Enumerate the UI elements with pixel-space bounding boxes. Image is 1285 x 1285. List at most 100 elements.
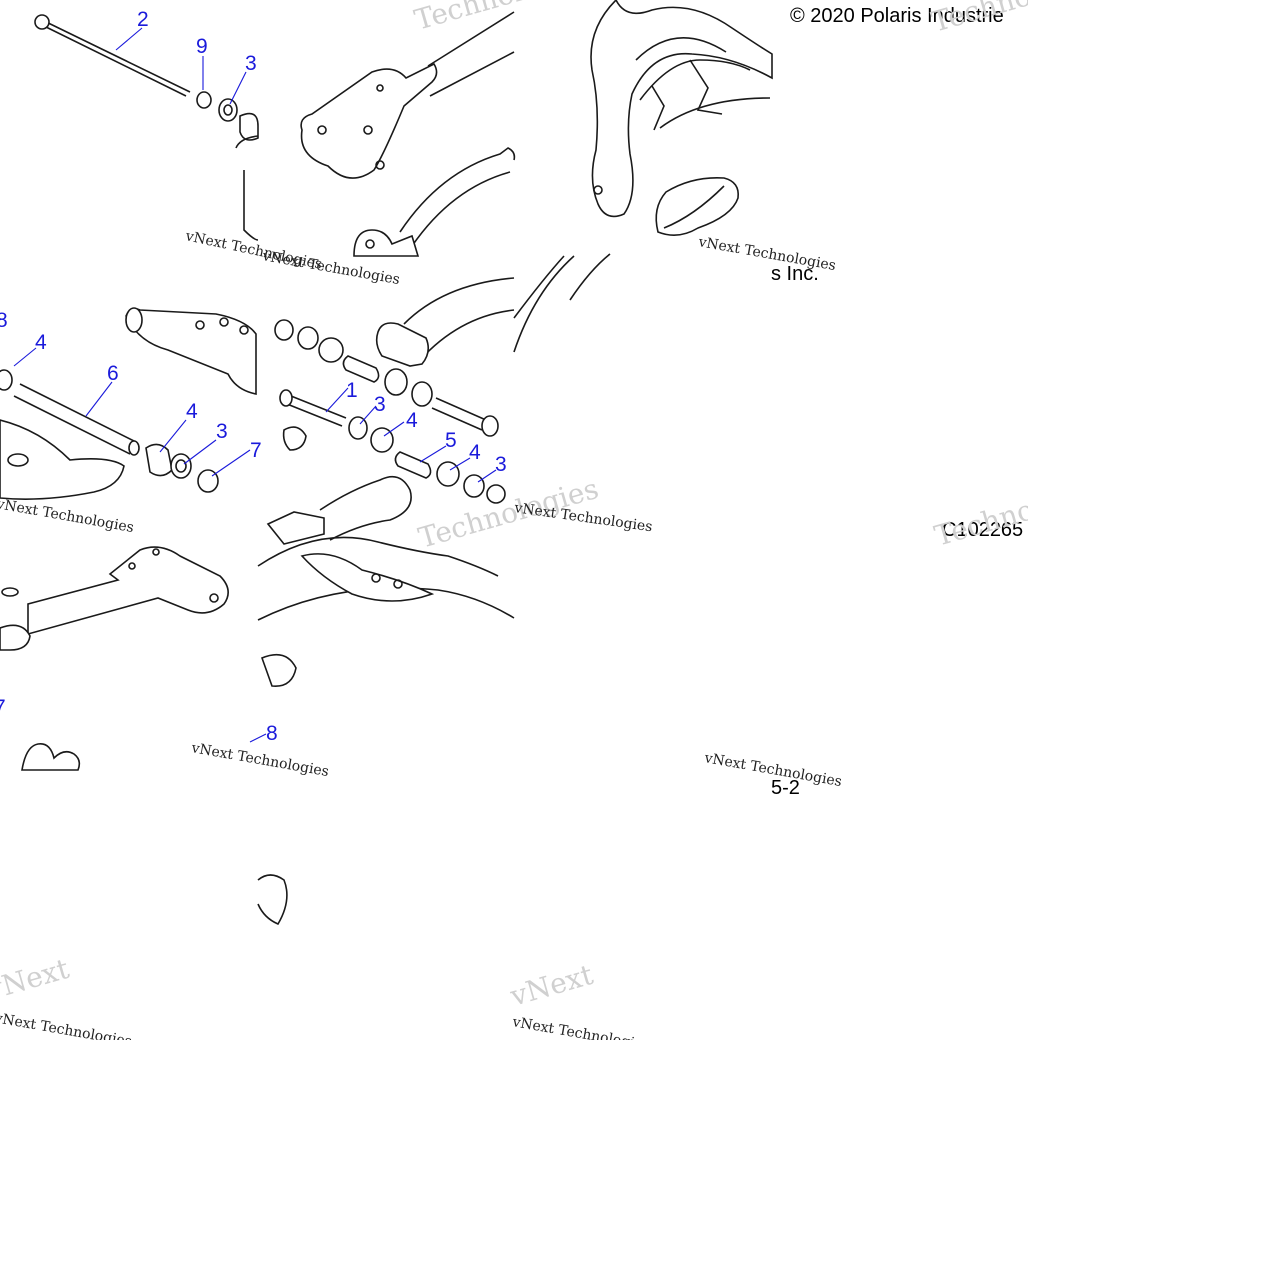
shaft-2-lower: [43, 25, 187, 97]
frame-outline-a: [235, 135, 259, 241]
pivot-tube-6-lower: [13, 395, 131, 455]
bracket-hole-3: [375, 160, 385, 170]
callout-4d: 4: [469, 441, 481, 464]
callout-4b: 4: [186, 400, 198, 423]
copyright-text: © 2020 Polaris Industrie: [790, 5, 1004, 27]
leader-6: [85, 381, 113, 417]
callout-9: 9: [196, 35, 208, 58]
bushing-3-top-hole: [223, 104, 233, 116]
leader-5: [419, 445, 447, 463]
bushing-3-right-hole: [175, 459, 187, 473]
callout-1: 1: [346, 379, 358, 402]
gusset-hole-2: [393, 579, 403, 589]
blank-margin-bottom: [0, 1040, 1285, 1285]
watermark-caption-d: vNext Technologies: [0, 496, 135, 536]
pivot-tube-6-upper: [19, 383, 137, 443]
watermark-caption-g: vNext Technologies: [189, 740, 330, 780]
callout-7b: 7: [0, 696, 6, 719]
leader-3d: [477, 469, 497, 483]
sleeve-5: [394, 451, 432, 479]
callout-4c: 4: [406, 409, 418, 432]
watermark-secondary-left: vNext: [0, 952, 73, 1007]
bracket-hole-2: [363, 125, 373, 135]
plate-hole-2: [219, 317, 229, 327]
tile-top-middle: Technologies vNext Technologies: [260, 0, 598, 288]
callout-4a: 4: [35, 331, 47, 354]
shaft-2-upper: [37, 17, 191, 93]
rear-frame: [590, 0, 773, 218]
nut-7b: [486, 484, 506, 504]
leader-4d: [449, 457, 471, 471]
leader-3b: [183, 439, 217, 465]
callout-3d: 3: [495, 453, 507, 476]
bolt-1-head: [279, 389, 293, 407]
arm-end-cap: [125, 307, 143, 333]
watermark-caption-c: vNext Technologies: [696, 234, 837, 274]
bushing-4-right: [145, 443, 173, 477]
lower-mount-ears: [21, 742, 81, 771]
arm-tube-lower: [429, 51, 515, 97]
shock-mount: [266, 511, 325, 545]
leader-3c: [359, 405, 377, 425]
drawing-number: C102265: [942, 519, 1023, 541]
callout-3a: 3: [245, 52, 257, 75]
callout-8a: 8: [0, 309, 8, 332]
tile-middle-right: C102265 Technologies vNext Technologies: [512, 253, 1118, 553]
copyright-fragment: s Inc.: [771, 263, 819, 285]
washer-9: [196, 91, 212, 109]
bolt-1-shank-bottom: [281, 401, 343, 427]
gusset-hole-1: [371, 573, 381, 583]
a-arm-hole-2: [128, 562, 136, 570]
stack-bushing-5: [411, 381, 433, 407]
bushing-edge: [239, 112, 259, 141]
foot-pad-inner: [663, 185, 725, 229]
a-arm-hole-1: [152, 548, 160, 556]
leader-3a: [229, 71, 247, 105]
leader-4a: [13, 347, 37, 367]
tile-bottom-fragments: vNext vNext vNext Technologies vNext Tec…: [0, 952, 651, 1054]
a-arm-bracket: [27, 546, 229, 636]
a-arm-hole-3: [209, 593, 219, 603]
leader-1: [325, 387, 349, 413]
leader-7a: [211, 449, 251, 477]
watermark-secondary-right: vNext: [506, 958, 597, 1013]
bolt-right-head: [481, 415, 499, 437]
plate-hole-1: [195, 320, 205, 330]
bolt-1-shank-top: [285, 393, 347, 419]
drawing-suffix: 5-2: [771, 777, 800, 799]
tile-middle-left: 8 4 6 4 3 7 vNext Technologies: [0, 307, 262, 536]
lower-bracket-fragment: [257, 874, 288, 926]
leader-4c: [383, 421, 405, 437]
shock-body: [319, 475, 412, 541]
callout-6: 6: [107, 362, 119, 385]
lower-arm-body: [0, 419, 125, 500]
shaft-2-head: [34, 14, 50, 30]
a-arm-hole-4: [1, 587, 19, 597]
center-gusset: [300, 553, 435, 602]
callout-5: 5: [445, 429, 457, 452]
frame-ribs: [635, 36, 771, 129]
bracket-hole-1: [317, 125, 327, 135]
callout-7a: 7: [250, 439, 262, 462]
bushing-3c: [348, 416, 368, 440]
stack-bushing-2: [297, 326, 319, 350]
a-arm-pivot: [0, 624, 31, 651]
callout-3b: 3: [216, 420, 228, 443]
bushing-4-left: [0, 369, 13, 391]
leader-8b: [249, 733, 267, 743]
leader-2: [115, 27, 143, 51]
pivot-end-nut: [260, 653, 297, 687]
pivot-tube-6-end: [128, 440, 140, 456]
arm-end-nut: [282, 426, 307, 451]
stack-sleeve: [342, 355, 380, 383]
bushing-4d: [436, 461, 460, 487]
tile-lower-middle: vNext Technologies 5-2: [257, 536, 843, 926]
stack-bushing-3: [318, 337, 344, 363]
bolt-right-shank: [435, 397, 487, 421]
frame-gussets: [651, 59, 723, 131]
stack-bushing-1: [274, 319, 294, 341]
arm-curve: [399, 147, 516, 247]
plate-hole-3: [239, 325, 249, 335]
upper-arm-plate: [125, 308, 257, 395]
